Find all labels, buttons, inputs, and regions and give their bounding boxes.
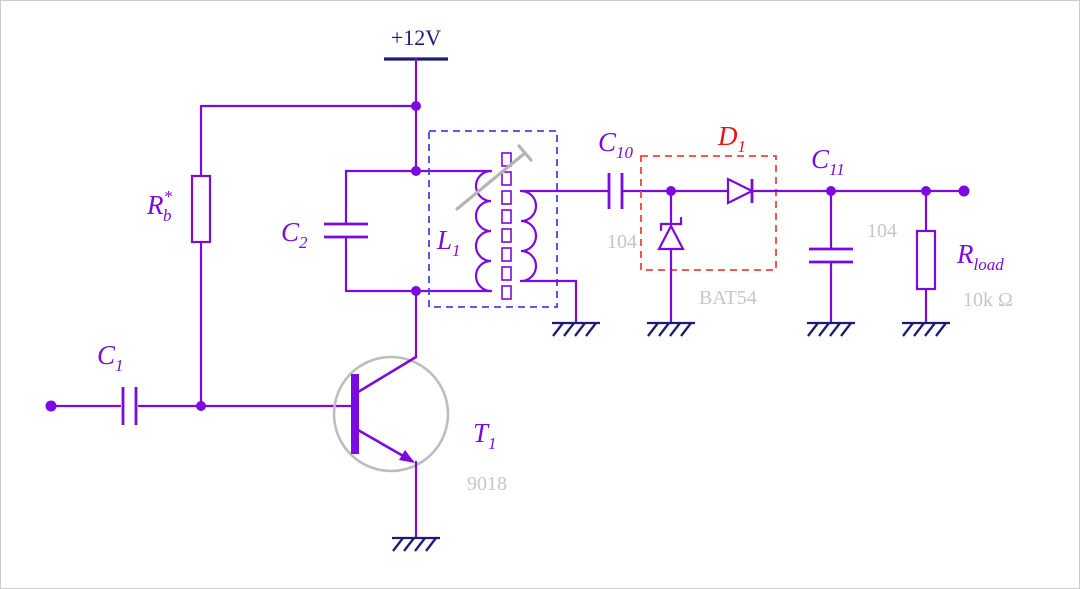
c2-label: C2 (281, 217, 308, 252)
ground-symbol-rload (900, 321, 952, 338)
resistor-body (915, 229, 937, 291)
power-label: +12V (391, 25, 441, 50)
trimmer-indicator-bar (517, 144, 533, 162)
c10-label-sub: 10 (616, 143, 634, 162)
rload-label: Rload (956, 239, 1004, 274)
collector-lead (356, 355, 418, 394)
c11-label-main: C (811, 144, 830, 174)
junction-dot (196, 401, 206, 411)
rload-value-label: 10k Ω (963, 289, 1013, 311)
detector-diode-d1: D1 BAT54 (640, 121, 966, 338)
ground-symbol-diode (645, 321, 697, 338)
transistor-circle (332, 355, 450, 473)
rload-label-main: R (956, 239, 974, 269)
c1-label-sub: 1 (115, 356, 124, 375)
c10-label-main: C (598, 127, 617, 157)
d1-label: D1 (717, 121, 746, 156)
trimmer-indicator (455, 151, 527, 211)
d1-label-sub: 1 (738, 137, 747, 156)
c1-label-main: C (97, 340, 116, 370)
c2-label-main: C (281, 217, 300, 247)
resistor-body (190, 174, 212, 244)
capacitor-c10: C10 104 (598, 127, 673, 253)
wire-segment (519, 279, 578, 325)
power-supply: +12V (384, 25, 448, 173)
c1-label: C1 (97, 340, 124, 375)
transistor-base-bar (351, 374, 359, 454)
c10-label: C10 (598, 127, 634, 162)
c11-value-label: 104 (867, 220, 897, 242)
emitter-arrow (399, 450, 415, 463)
ground-symbol-secondary (550, 321, 602, 338)
rb-label: R*b (146, 187, 173, 225)
c11-label-sub: 11 (829, 160, 845, 179)
d1-label-main: D (717, 121, 738, 151)
resistor-rb: R*b (146, 104, 418, 408)
c10-value-label: 104 (607, 231, 637, 253)
transformer-box (428, 130, 558, 308)
c11-label: C11 (811, 144, 845, 179)
shunt-diode-anode (657, 223, 685, 251)
t1-label-sub: 1 (488, 434, 497, 453)
capacitor-c11: C11 104 (805, 144, 897, 338)
t1-label-main: T (473, 418, 490, 448)
ground-symbol-emitter (390, 536, 442, 553)
primary-winding (474, 169, 493, 293)
output-terminal (958, 185, 970, 197)
series-diode-anode (726, 177, 755, 205)
d1-part-label: BAT54 (699, 287, 757, 309)
junction-dot (411, 166, 421, 176)
transformer-core (501, 152, 512, 300)
l1-label-main: L (436, 225, 452, 255)
rb-label-sup: * (164, 187, 173, 206)
t1-part-label: 9018 (467, 473, 507, 495)
capacitor-c2: C2 (281, 166, 493, 293)
secondary-winding (519, 189, 538, 283)
t1-label: T1 (473, 418, 497, 453)
capacitor-c1: C1 (45, 340, 354, 425)
rb-label-main: R (146, 190, 164, 220)
l1-label-sub: 1 (452, 241, 461, 260)
ground-symbol-c11 (805, 321, 857, 338)
rload-label-sub: load (974, 255, 1005, 274)
diode-box (640, 155, 777, 271)
rb-label-sub: b (163, 206, 172, 225)
l1-label: L1 (436, 225, 461, 260)
transistor-t1: T1 9018 (332, 286, 507, 553)
resistor-rload: Rload 10k Ω (900, 185, 1013, 338)
c2-label-sub: 2 (299, 233, 308, 252)
transformer-l1: L1 (428, 130, 611, 338)
